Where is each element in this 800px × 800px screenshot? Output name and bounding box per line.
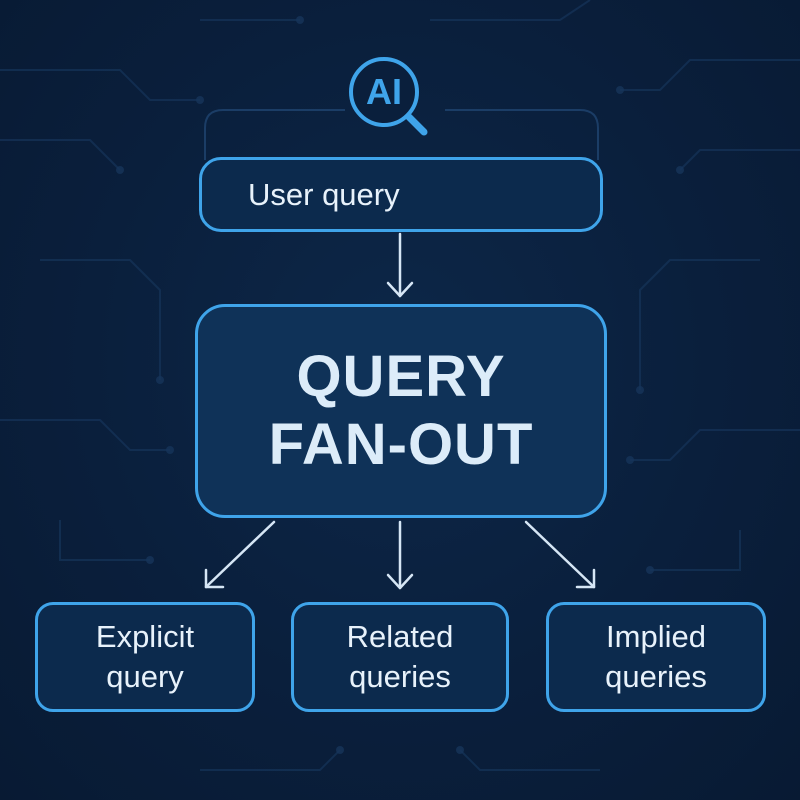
arrow-query-to-fanout <box>386 232 414 298</box>
fan-out-title-line-1: QUERY <box>296 344 506 409</box>
arrow-fanout-to-implied <box>524 520 596 589</box>
explicit-query-line-1: Explicit <box>95 619 195 654</box>
magnifier-icon <box>349 57 428 136</box>
implied-queries-line-2: queries <box>605 659 707 694</box>
fan-out-title-line-2: FAN-OUT <box>268 412 534 477</box>
user-query-label: User query <box>248 176 400 212</box>
explicit-query-line-2: query <box>106 659 184 694</box>
related-queries-node: Related queries <box>291 602 509 712</box>
implied-queries-node: Implied queries <box>546 602 766 712</box>
related-queries-line-2: queries <box>349 659 451 694</box>
ai-badge-label: AI <box>366 71 402 112</box>
arrow-fanout-to-explicit <box>204 520 276 589</box>
related-queries-line-1: Related <box>346 619 454 654</box>
query-fan-out-node: QUERY FAN-OUT <box>195 304 607 518</box>
implied-queries-line-1: Implied <box>606 619 706 654</box>
explicit-query-node: Explicit query <box>35 602 255 712</box>
user-query-node: User query <box>199 157 603 232</box>
arrow-fanout-to-related <box>386 520 414 590</box>
